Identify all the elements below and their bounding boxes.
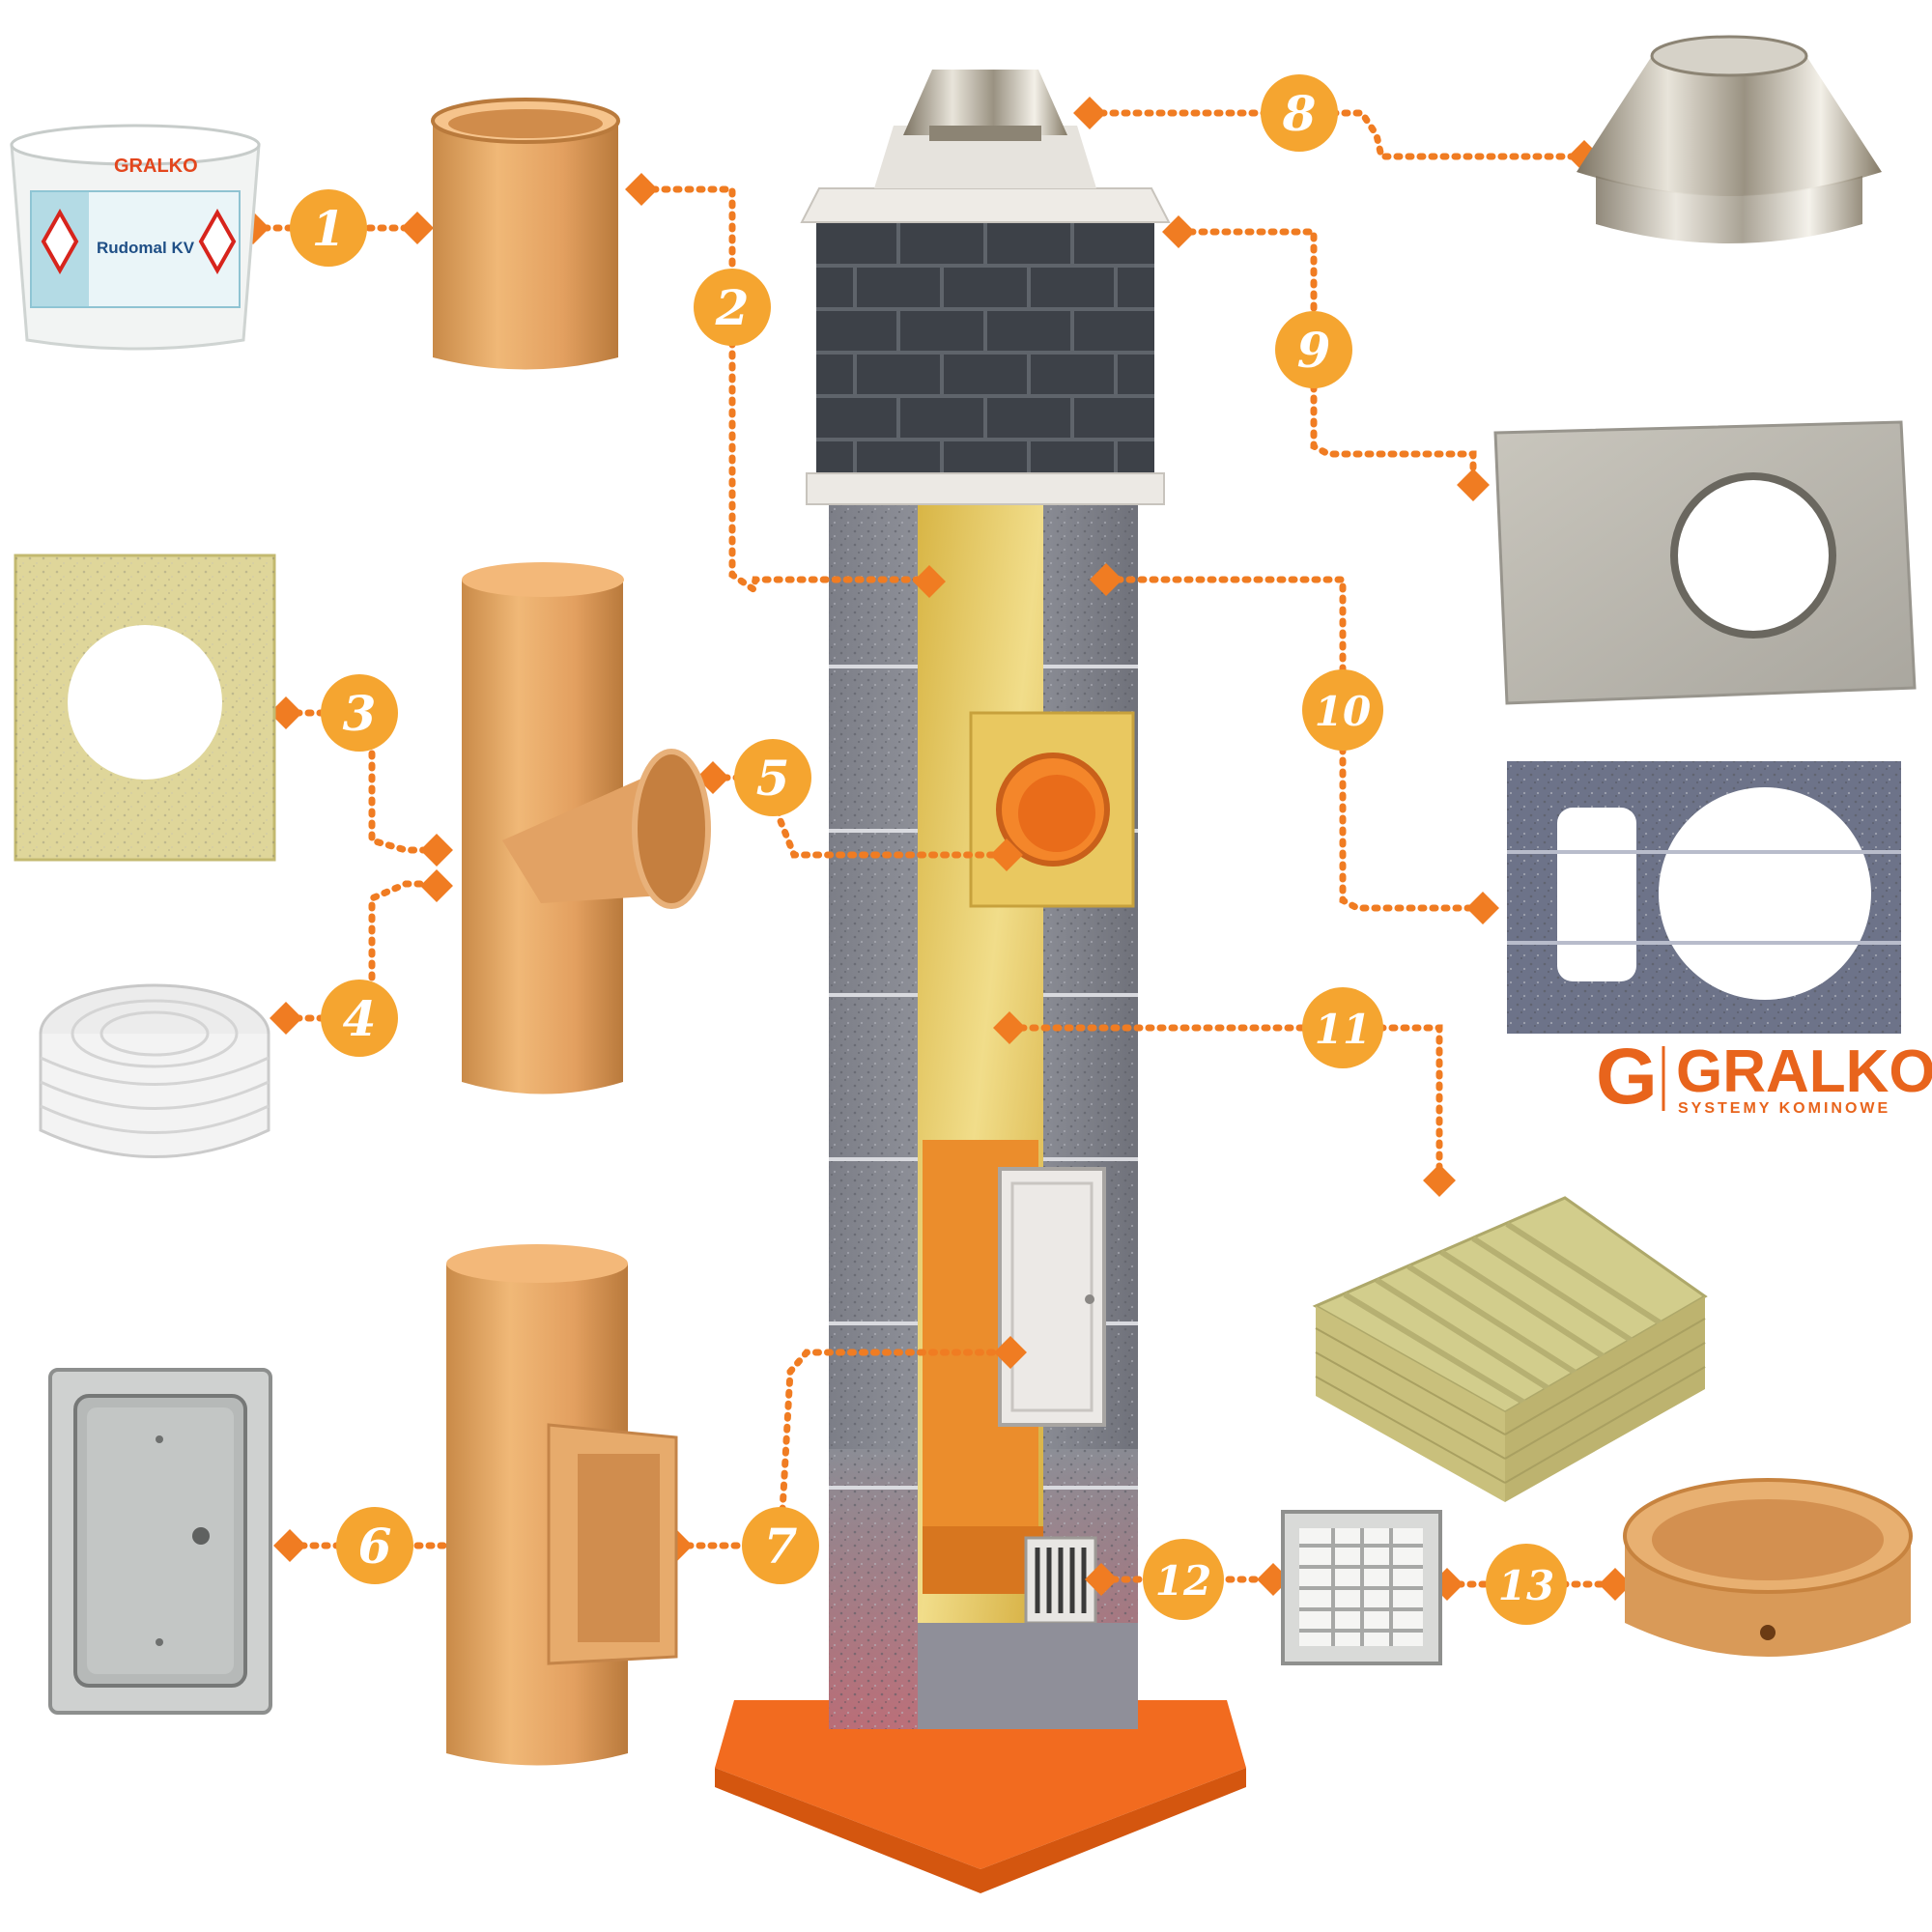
ventilation-grille [1281,1510,1442,1665]
ceramic-condensate-tray [1623,1478,1913,1657]
chimney-steel-hood [903,70,1067,135]
callout-10: 10 [1302,669,1383,751]
concrete-cap-plate [1493,420,1917,705]
callout-4: 4 [321,980,398,1057]
callout-2: 2 [694,269,771,346]
bucket-product-label: Rudomal KV [97,239,195,257]
callout-12: 12 [1143,1539,1224,1620]
callout-4-label: 4 [343,990,377,1047]
callout-9: 9 [1275,311,1352,388]
stainless-chimney-hood [1577,35,1882,243]
callout-8-label: 8 [1282,85,1317,142]
callout-2-label: 2 [715,279,750,336]
callout-1: 1 [290,189,367,267]
gralko-logo-name: GRALKO [1676,1038,1932,1105]
ceramic-flue-pipe [431,98,620,370]
callout-11-label: 11 [1315,1006,1371,1053]
chimney-top-cap [800,187,1171,223]
ceramic-cleanout-branch-pipe [446,1244,678,1766]
callout-6-label: 6 [358,1518,392,1575]
callout-3: 3 [321,674,398,752]
gralko-logo-tagline: SYSTEMY KOMINOWE [1678,1100,1890,1117]
gralko-logo-mark: G [1596,1033,1658,1121]
callout-1-label: 1 [312,200,346,257]
callout-badges: 1 2 3 4 5 6 7 8 9 10 11 12 13 [290,74,1567,1625]
sealing-rope-roll [39,983,270,1158]
callout-8: 8 [1261,74,1338,152]
chimney-cutaway [715,70,1246,1893]
callout-10-label: 10 [1315,688,1371,735]
callout-7-label: 7 [764,1518,798,1575]
callout-13-label: 13 [1498,1562,1554,1609]
insulation-board-with-hole [14,554,276,862]
callout-6: 6 [336,1507,413,1584]
steel-cleanout-door [48,1368,272,1715]
callout-13: 13 [1486,1544,1567,1625]
callout-5: 5 [734,739,811,816]
callout-9-label: 9 [1297,322,1331,379]
callout-11: 11 [1302,987,1383,1068]
leader-endpoints [237,97,1632,1601]
mineral-wool-board-stack [1312,1196,1708,1502]
ceramic-tee-pipe [462,562,711,1094]
callout-12-label: 12 [1155,1557,1211,1605]
chimney-foundation [715,1700,1246,1869]
leader-lines [249,109,1619,1588]
gralko-logo: G GRALKO SYSTEMY KOMINOWE [1596,1033,1932,1121]
callout-5-label: 5 [756,750,790,807]
callout-7: 7 [742,1507,819,1584]
bucket-brand-label: GRALKO [114,156,198,177]
chimney-block-element [1507,761,1901,1034]
callout-3-label: 3 [343,685,377,742]
rudomal-kv-bucket: Rudomal KV GRALKO [10,124,261,351]
